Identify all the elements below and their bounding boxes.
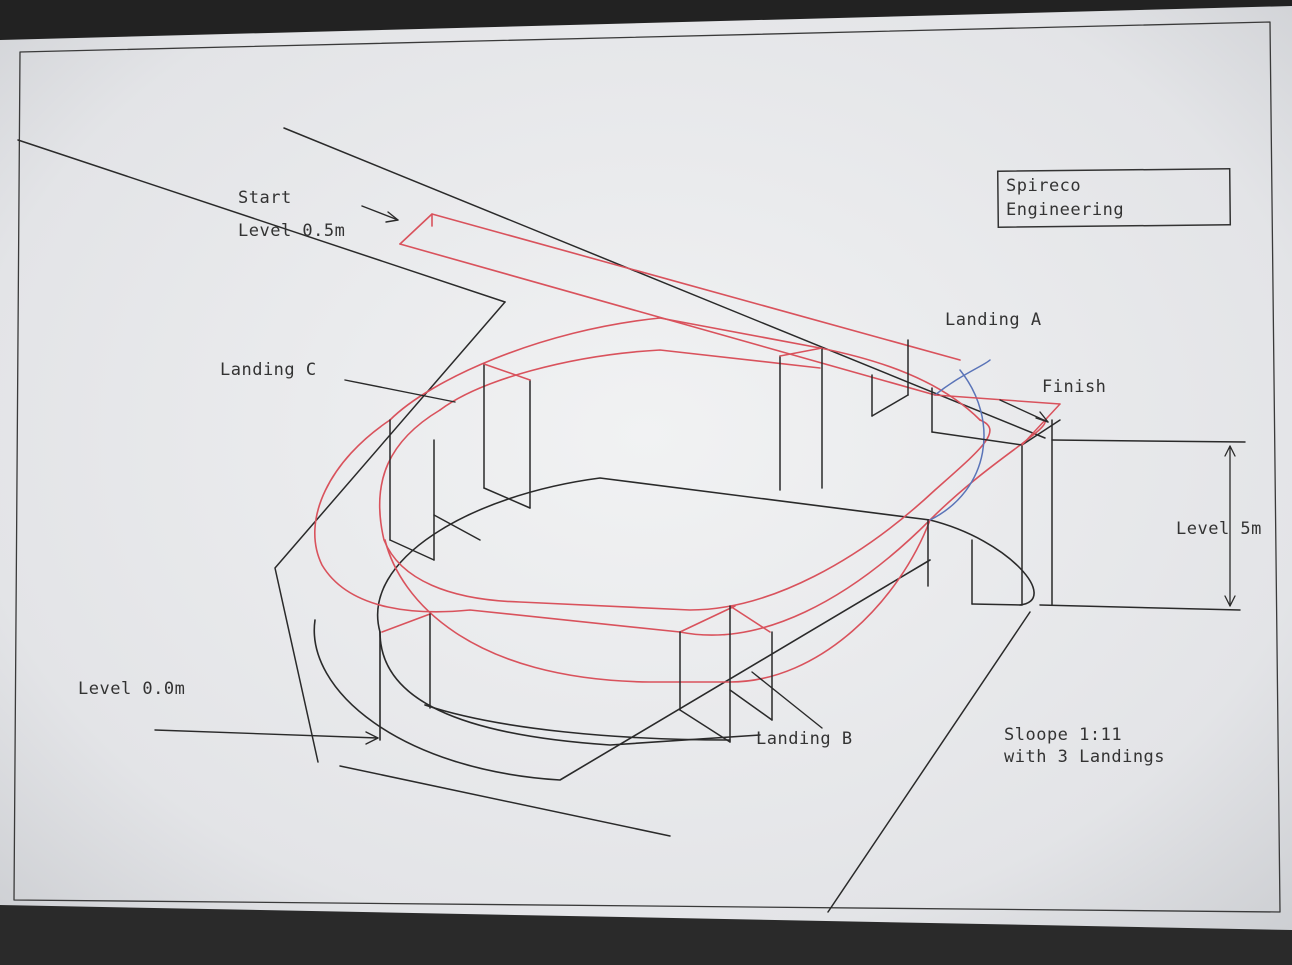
label-finish: Finish [1042, 377, 1106, 397]
label-slope-line2: with 3 Landings [1004, 747, 1165, 767]
label-start-level: Level 0.5m [238, 221, 345, 241]
landing-edges-red [483, 347, 1061, 446]
label-landing-c: Landing C [220, 360, 317, 380]
label-start: Start [238, 188, 292, 208]
label-level-5m: Level 5m [1176, 519, 1262, 539]
title-block-line2: Engineering [1006, 200, 1124, 220]
paper-bottom-edge [0, 905, 1292, 965]
ground-level-track [313, 477, 1035, 781]
upper-track-red [314, 317, 1046, 683]
drawing-border [13, 21, 1281, 913]
paper-top-edge [0, 0, 1292, 40]
leader-arrows [154, 205, 1049, 745]
wall-segments [389, 339, 1246, 743]
label-landing-b: Landing B [756, 729, 853, 749]
label-slope-line1: Sloope 1:11 [1004, 725, 1122, 745]
finish-curve-blue [929, 359, 991, 521]
level-5m-dimension [1224, 445, 1236, 607]
label-level-ground: Level 0.0m [78, 679, 185, 699]
title-block-box [996, 168, 1232, 228]
title-block-line1: Spireco [1006, 176, 1081, 196]
label-landing-a: Landing A [945, 310, 1042, 330]
